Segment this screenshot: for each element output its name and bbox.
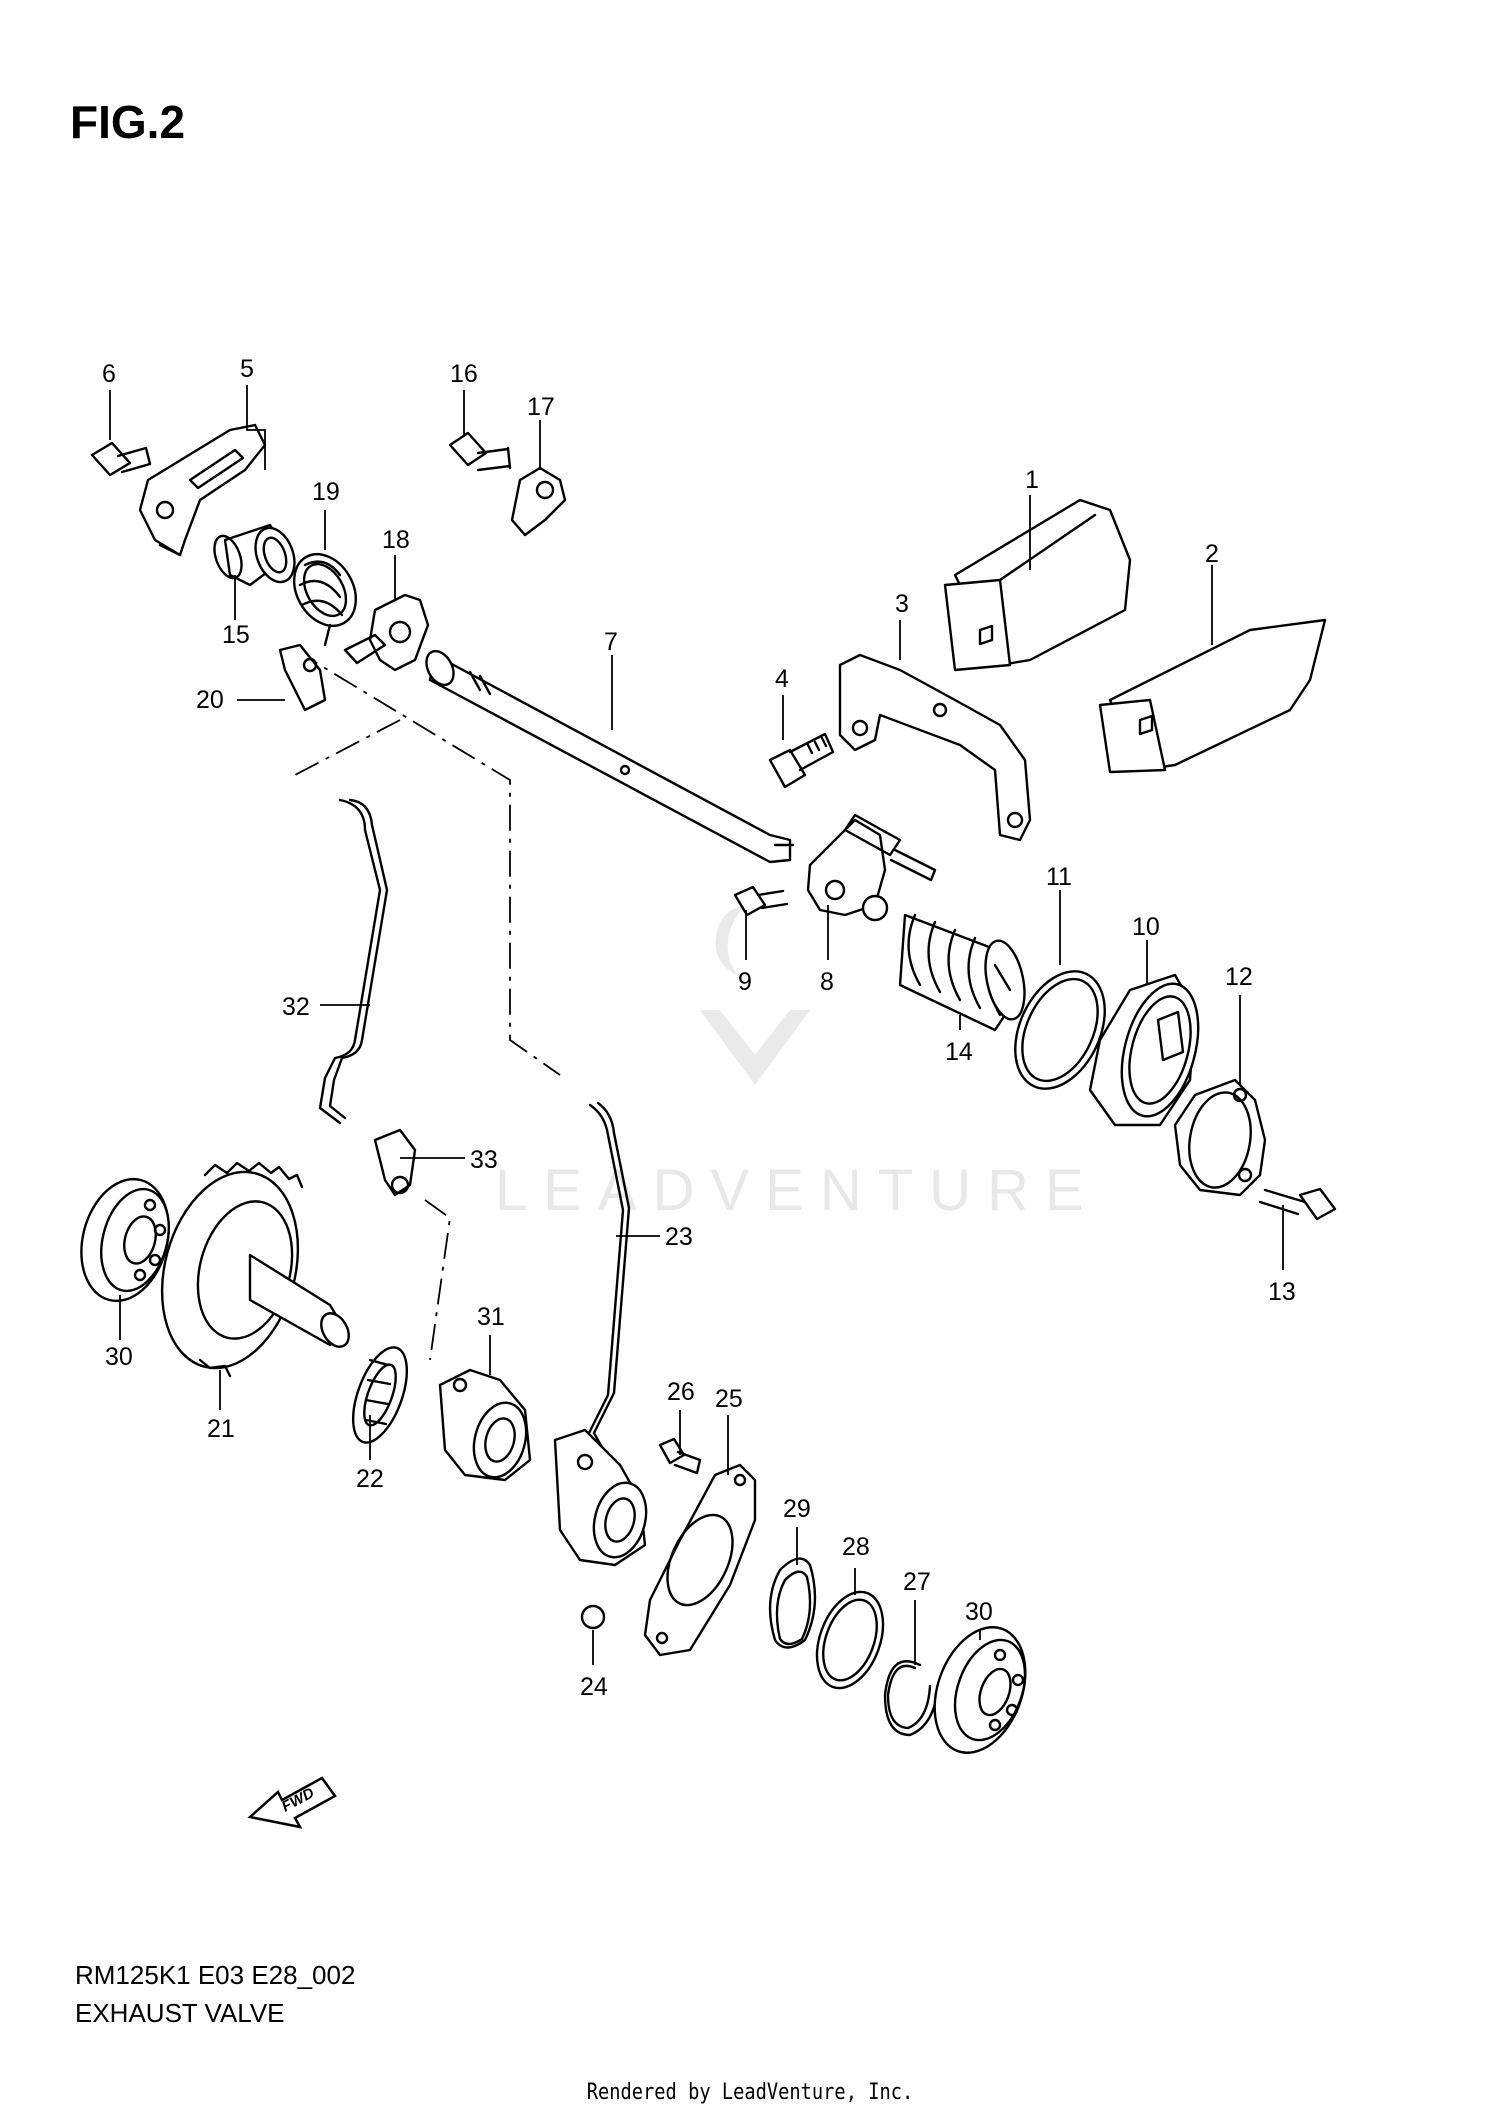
callout-14: 14 bbox=[945, 1038, 973, 1066]
part-31-housing bbox=[438, 1368, 532, 1482]
part-26-screw bbox=[658, 1437, 702, 1475]
part-10-cap bbox=[1088, 973, 1200, 1127]
callout-7: 7 bbox=[604, 628, 618, 656]
callout-21: 21 bbox=[207, 1415, 235, 1443]
callout-11: 11 bbox=[1046, 863, 1072, 891]
part-17-washer-plate bbox=[510, 466, 567, 537]
part-13-bolt bbox=[1258, 1187, 1337, 1221]
callout-24: 24 bbox=[580, 1673, 608, 1701]
callout-8: 8 bbox=[820, 968, 834, 996]
model-code: RM125K1 E03 E28_002 bbox=[75, 1960, 356, 1990]
rendered-by-footer: Rendered by LeadVenture, Inc. bbox=[586, 2080, 914, 2105]
callout-9: 9 bbox=[738, 968, 752, 996]
part-4-bolt bbox=[768, 732, 835, 789]
part-22-needle-bearing bbox=[351, 1346, 409, 1444]
part-8-lever bbox=[806, 813, 937, 922]
part-1-actuator bbox=[943, 498, 1132, 672]
watermark-text: LEADVENTURE bbox=[495, 1158, 1100, 1223]
callout-19: 19 bbox=[312, 478, 340, 506]
part-21-gear bbox=[160, 1161, 350, 1378]
callout-26: 26 bbox=[667, 1378, 695, 1406]
callout-6: 6 bbox=[102, 360, 116, 388]
callout-30-right: 30 bbox=[965, 1598, 993, 1626]
part-11-o-ring bbox=[1014, 970, 1106, 1090]
fwd-arrow-icon: FWD bbox=[247, 1776, 337, 1829]
leader-lines bbox=[109, 385, 1284, 1665]
part-29-seal bbox=[768, 1557, 817, 1649]
part-30-bearing-left bbox=[80, 1177, 170, 1303]
part-24-ball bbox=[580, 1604, 606, 1630]
callout-4: 4 bbox=[775, 665, 789, 693]
callout-20: 20 bbox=[196, 686, 224, 714]
callouts: 1 2 3 4 5 6 7 8 9 10 11 12 13 14 15 16 1… bbox=[102, 355, 1296, 1701]
part-15-bushing bbox=[213, 523, 296, 587]
part-6-bolt bbox=[90, 441, 152, 477]
part-25-plate bbox=[643, 1463, 757, 1657]
callout-16: 16 bbox=[450, 360, 478, 388]
callout-29: 29 bbox=[783, 1495, 811, 1523]
callout-3: 3 bbox=[895, 590, 909, 618]
callout-31: 31 bbox=[477, 1303, 505, 1331]
callout-30-left: 30 bbox=[105, 1343, 133, 1371]
part-9-bolt bbox=[733, 885, 789, 917]
leadventure-watermark: LEADVENTURE bbox=[495, 905, 1100, 1223]
part-12-gasket bbox=[1173, 1078, 1267, 1197]
part-18-plate bbox=[343, 593, 430, 672]
callout-13: 13 bbox=[1268, 1278, 1296, 1306]
callout-25: 25 bbox=[715, 1385, 743, 1413]
part-23-lever bbox=[553, 1428, 648, 1567]
part-28-ring bbox=[815, 1590, 885, 1690]
part-3-bracket bbox=[838, 653, 1032, 842]
part-16-bolt bbox=[448, 431, 512, 472]
callout-18: 18 bbox=[382, 526, 410, 554]
center-lines bbox=[294, 649, 561, 1361]
callout-33: 33 bbox=[470, 1146, 498, 1174]
callout-1: 1 bbox=[1025, 466, 1039, 494]
callout-28: 28 bbox=[842, 1533, 870, 1561]
part-19-spring bbox=[292, 553, 358, 647]
part-14-spring bbox=[898, 913, 1026, 1032]
part-33-clip bbox=[373, 1128, 417, 1197]
callout-23: 23 bbox=[665, 1223, 693, 1251]
part-23-rod bbox=[586, 1101, 631, 1457]
figure-title: FIG.2 bbox=[70, 96, 186, 148]
callout-17: 17 bbox=[527, 393, 555, 421]
part-2-actuator-cover bbox=[1098, 618, 1327, 774]
callout-32: 32 bbox=[282, 993, 310, 1021]
part-20-pin bbox=[278, 643, 327, 712]
callout-5: 5 bbox=[240, 355, 254, 383]
callout-10: 10 bbox=[1132, 913, 1160, 941]
assembly-name: EXHAUST VALVE bbox=[75, 1998, 285, 2028]
callout-12: 12 bbox=[1225, 963, 1253, 991]
callout-15: 15 bbox=[222, 621, 250, 649]
part-7-shaft bbox=[425, 649, 795, 864]
part-30-bearing-right bbox=[933, 1626, 1027, 1754]
part-32-rod bbox=[318, 798, 389, 1125]
part-27-circlip bbox=[883, 1660, 940, 1737]
callout-27: 27 bbox=[903, 1568, 931, 1596]
callout-22: 22 bbox=[356, 1465, 384, 1493]
callout-2: 2 bbox=[1205, 540, 1219, 568]
